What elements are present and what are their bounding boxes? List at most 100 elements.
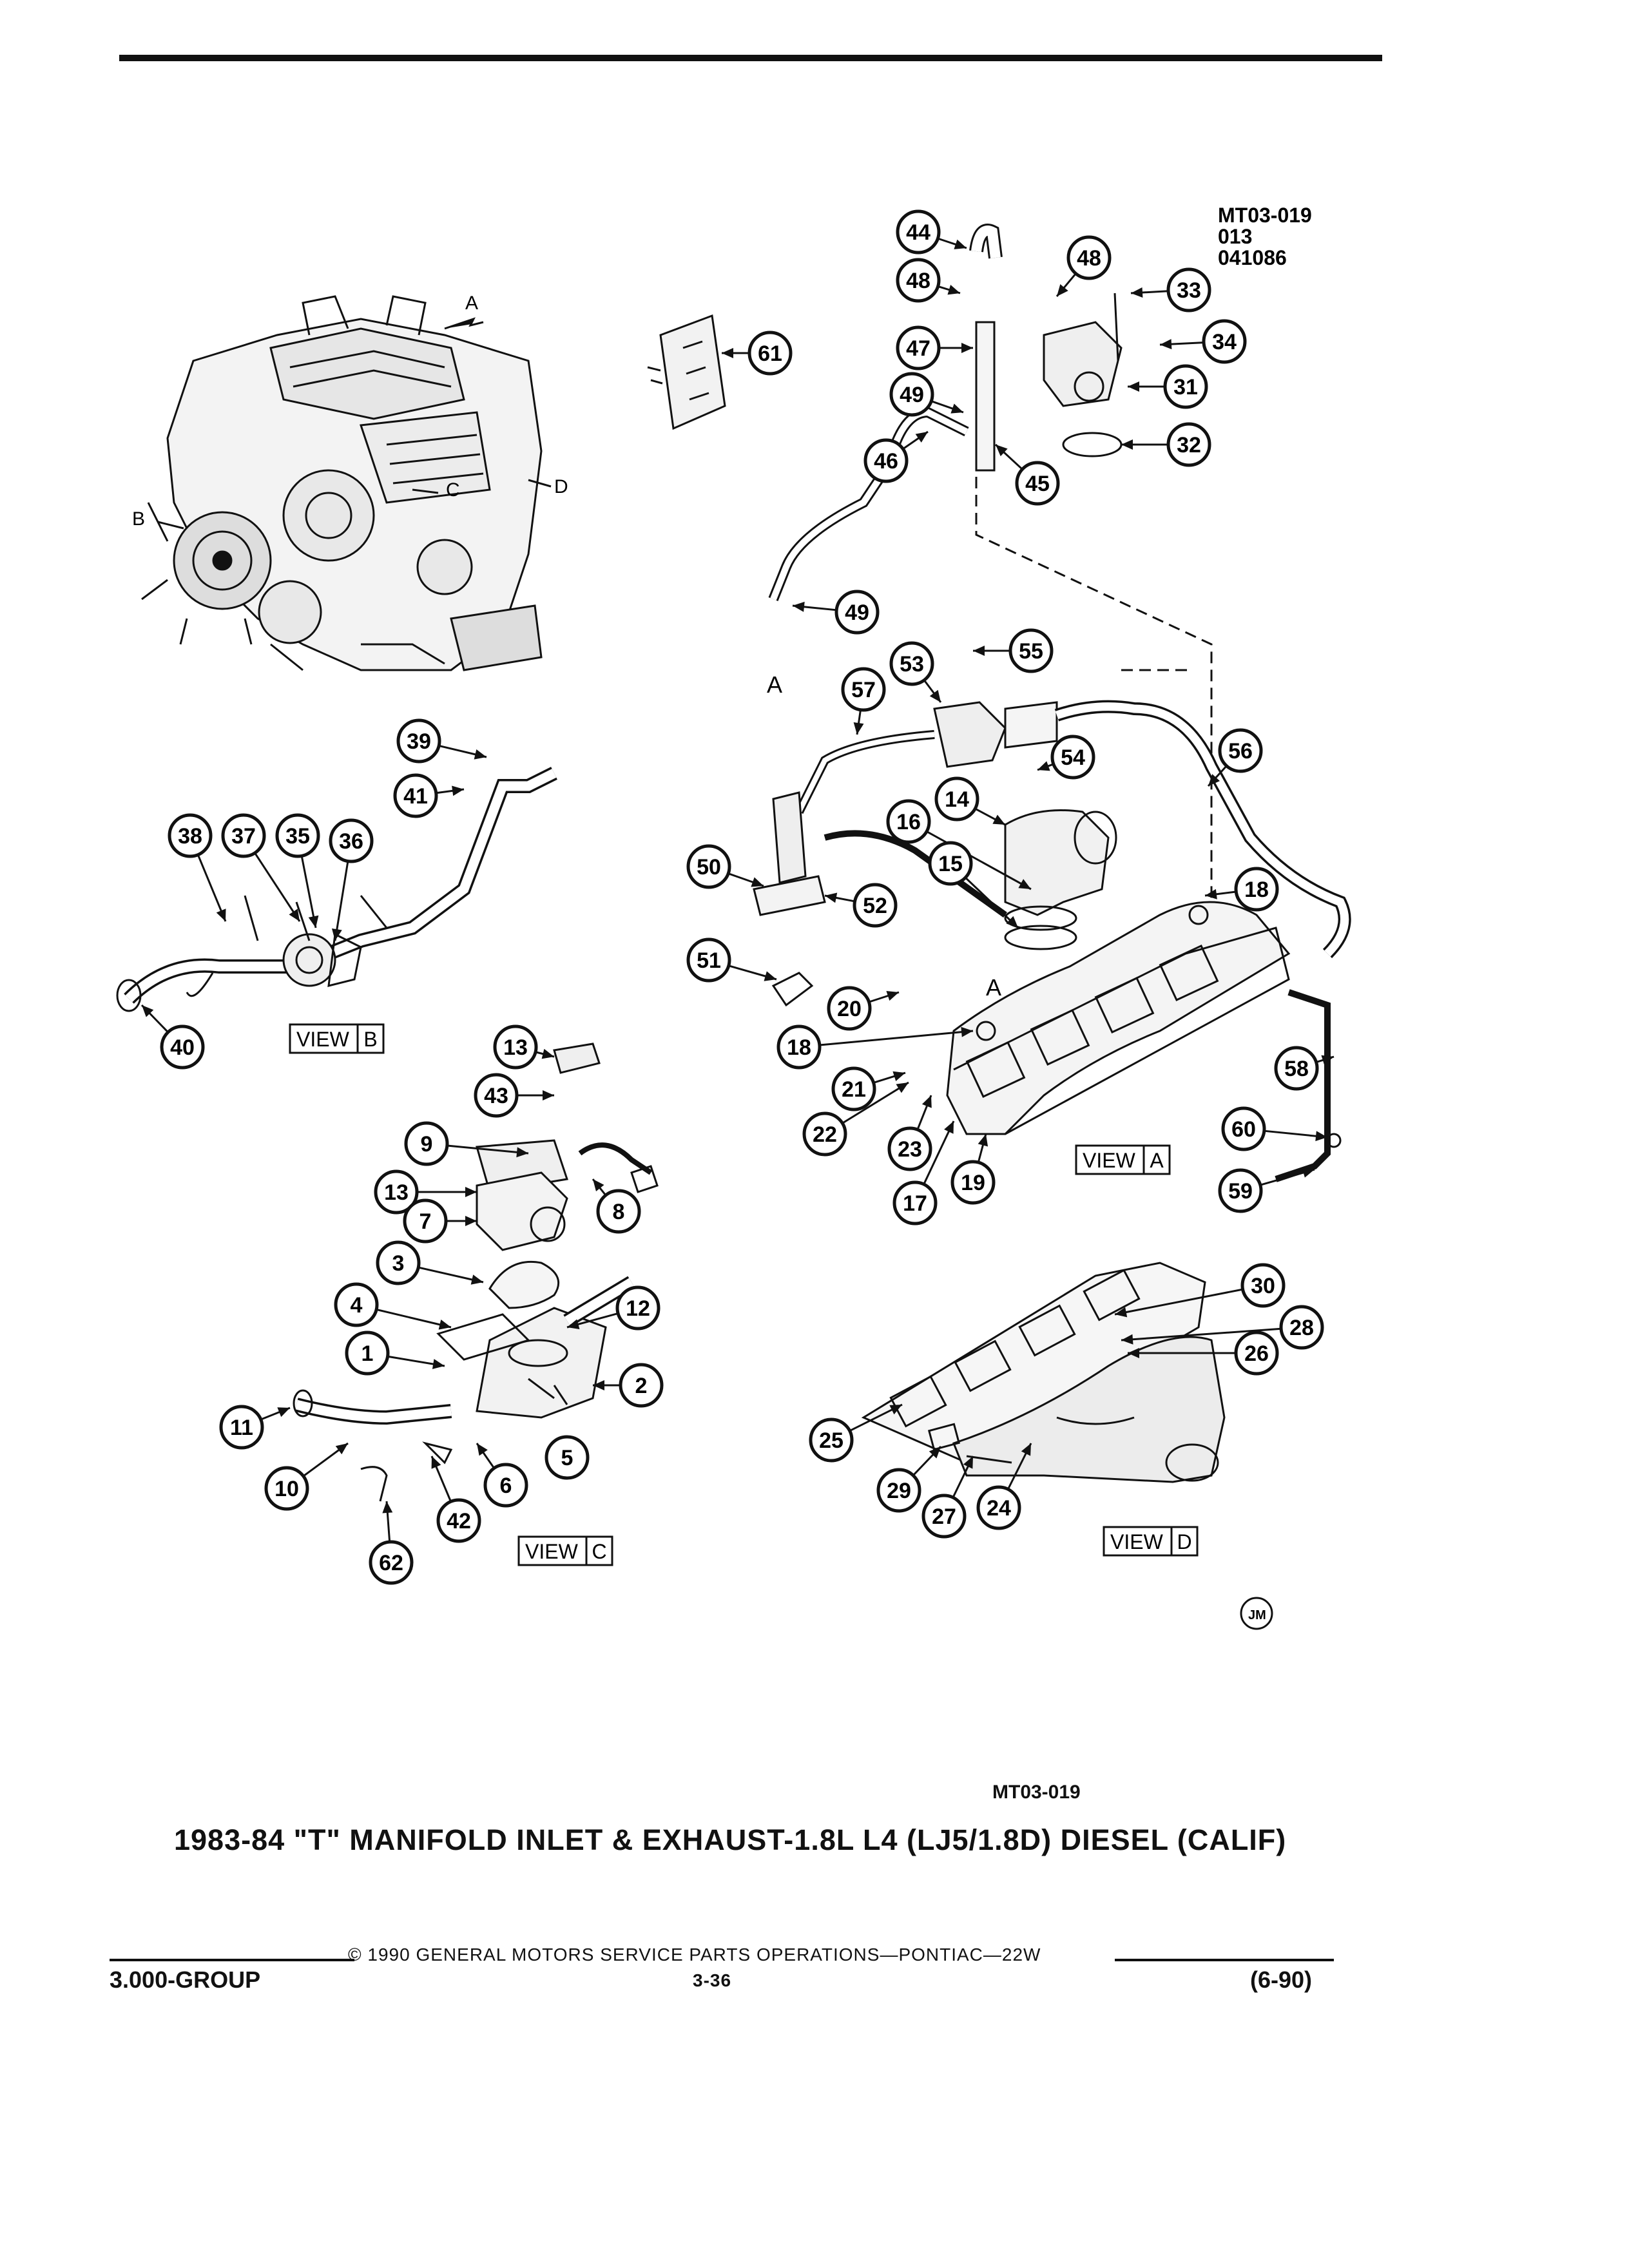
callout-number: 4	[351, 1293, 363, 1318]
callout-43: 43	[474, 1073, 554, 1118]
callout-number: 23	[898, 1137, 922, 1162]
callout-14: 14	[934, 776, 1006, 826]
view-a-drawing	[647, 224, 1351, 1182]
top-rule	[119, 55, 1382, 61]
callout-arrowhead	[335, 1443, 348, 1455]
view-label-box	[1103, 1526, 1199, 1557]
callout-circle	[876, 1468, 921, 1513]
ref-code-2: 013	[1218, 225, 1252, 248]
callout-51: 51	[686, 937, 777, 983]
callout-number: 61	[758, 341, 782, 366]
callout-circle	[1218, 1168, 1263, 1213]
callout-circle	[834, 590, 880, 635]
callout-38: 38	[168, 813, 227, 922]
callout-arrowhead	[853, 722, 864, 735]
callout-47: 47	[896, 325, 973, 370]
callout-circle	[1234, 1331, 1279, 1376]
callout-number: 5	[561, 1446, 574, 1470]
callout-leader	[300, 856, 317, 928]
view-label-box	[1075, 1144, 1171, 1175]
artist-mark: JM	[1248, 1608, 1266, 1622]
callout-leader	[197, 854, 227, 922]
callout-number: 20	[837, 997, 862, 1021]
view-label-letter: C	[592, 1540, 606, 1563]
callout-32: 32	[1121, 422, 1211, 467]
callout-leader	[1121, 1327, 1282, 1341]
callout-arrowhead	[947, 285, 960, 295]
callout-arrowhead	[978, 1134, 988, 1147]
callout-arrowhead	[973, 646, 985, 656]
callout-circle	[493, 1024, 538, 1070]
footer-group: 3.000-GROUP	[110, 1966, 261, 1993]
callout-19: 19	[950, 1133, 996, 1205]
callout-24: 24	[976, 1443, 1032, 1530]
callout-number: 18	[787, 1035, 811, 1060]
callout-circle	[1202, 319, 1247, 364]
callout-9: 9	[404, 1121, 529, 1166]
callout-arrowhead	[886, 990, 899, 1001]
manifold-letter-a: A	[986, 974, 1001, 1001]
callout-number: 57	[851, 678, 876, 702]
callout-arrowhead	[1121, 439, 1133, 450]
engine-view-pointers	[157, 317, 552, 530]
callout-circle	[1221, 1106, 1266, 1151]
pipe-letter-a: A	[767, 671, 782, 698]
callout-number: 49	[900, 383, 924, 407]
callout-18: 18	[1204, 867, 1279, 912]
callout-arrowhead	[889, 1405, 902, 1415]
callout-50: 50	[686, 844, 764, 889]
callout-circle	[345, 1331, 390, 1376]
callout-number: 13	[503, 1035, 528, 1060]
callout-arrowhead	[516, 1147, 528, 1158]
artist-mark-circle	[1240, 1597, 1273, 1630]
callout-number: 33	[1177, 278, 1201, 303]
callout-number: 31	[1173, 375, 1198, 399]
callout-circle	[1008, 628, 1054, 673]
callout-leader	[334, 861, 349, 941]
callout-circle	[853, 883, 898, 928]
callout-number: 18	[1244, 878, 1269, 902]
callout-arrowhead	[1018, 879, 1031, 889]
callout-circle	[483, 1463, 528, 1508]
callout-circle	[887, 1126, 932, 1171]
callout-7: 7	[403, 1198, 477, 1244]
callout-number: 28	[1289, 1316, 1314, 1340]
callout-arrowhead	[961, 1026, 973, 1037]
view-label-letter: A	[1150, 1149, 1164, 1172]
callout-number: 36	[339, 829, 363, 854]
view-label-box	[289, 1023, 385, 1054]
view-label-word: VIEW	[1110, 1530, 1164, 1553]
callout-17: 17	[892, 1120, 955, 1225]
callout-number: 22	[813, 1122, 837, 1147]
callout-number: 46	[874, 449, 898, 474]
callout-25: 25	[809, 1403, 903, 1463]
callout-number: 27	[932, 1504, 956, 1529]
callout-10: 10	[264, 1442, 349, 1511]
callout-circle	[747, 331, 793, 376]
callout-arrowhead	[465, 1216, 477, 1226]
figure-code: MT03-019	[992, 1782, 1081, 1803]
callout-arrowhead	[382, 1501, 393, 1514]
callout-number: 11	[230, 1416, 253, 1440]
callout-number: 40	[170, 1035, 195, 1060]
callout-number: 38	[178, 824, 202, 849]
footer-rule-left	[110, 1959, 354, 1961]
callout-arrowhead	[1128, 1348, 1139, 1358]
callout-circle	[403, 1198, 448, 1244]
callout-arrowhead	[541, 1048, 554, 1059]
callout-36: 36	[329, 818, 374, 941]
callout-16: 16	[886, 799, 1032, 890]
engine-letter-b: B	[132, 508, 145, 530]
callout-3: 3	[376, 1240, 484, 1285]
callout-number: 26	[1244, 1341, 1269, 1366]
callout-circle	[160, 1024, 205, 1070]
callout-arrowhead	[1302, 1168, 1315, 1178]
callout-48: 48	[896, 258, 961, 303]
callout-arrowhead	[1315, 1131, 1327, 1142]
callout-arrowhead	[477, 1443, 488, 1456]
engine-overview-drawing	[141, 295, 543, 671]
callout-22: 22	[802, 1081, 909, 1157]
callout-33: 33	[1130, 267, 1211, 312]
